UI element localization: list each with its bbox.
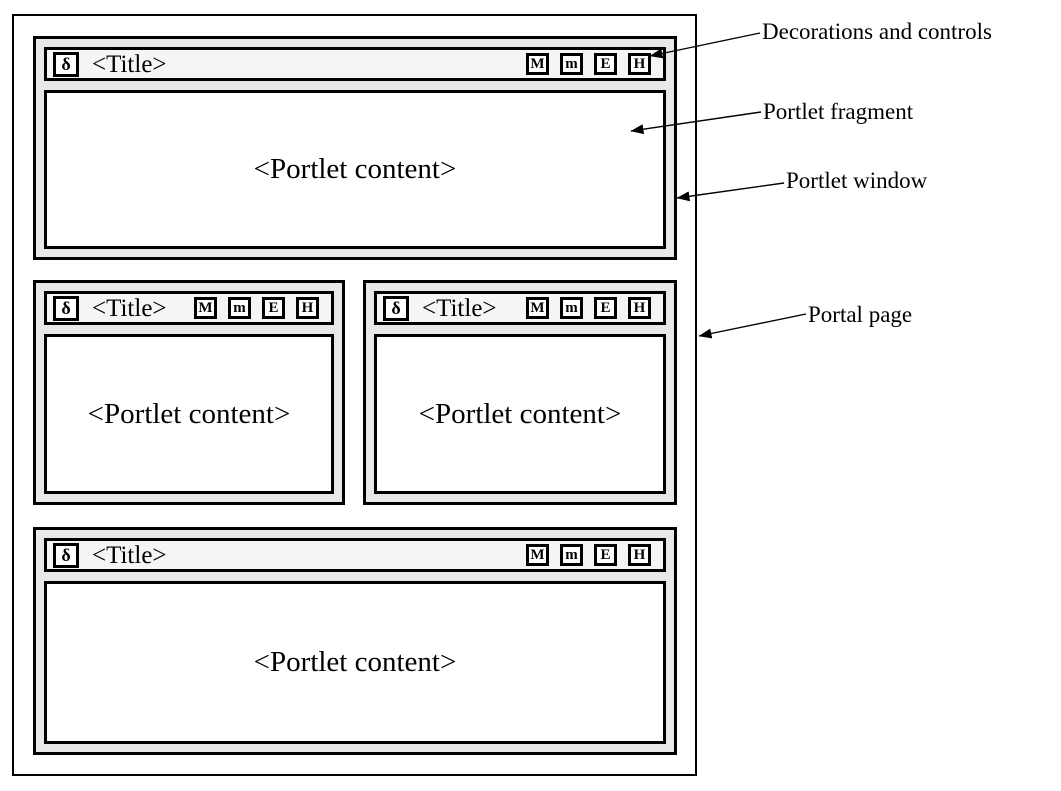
annotation-decorations-and-controls: Decorations and controls <box>762 19 992 44</box>
edit-button[interactable]: E <box>594 53 617 75</box>
portlet-content-text: <Portlet content> <box>253 153 457 185</box>
annotation-portal-page: Portal page <box>808 302 913 327</box>
portlet-title: <Title> <box>92 294 167 322</box>
portlet-window-middle-left: δ <Title> M m E H <Portlet content> <box>33 280 345 505</box>
minimize-button[interactable]: m <box>560 297 583 319</box>
help-button[interactable]: H <box>296 297 319 319</box>
help-button[interactable]: H <box>628 544 651 566</box>
annotation-portlet-fragment: Portlet fragment <box>763 99 914 124</box>
portlet-content-text: <Portlet content> <box>87 397 291 430</box>
portlet-title: <Title> <box>422 294 497 322</box>
help-button[interactable]: H <box>628 53 651 75</box>
portlet-window-bottom: δ <Title> M m E H <Portlet content> <box>33 527 677 755</box>
portlet-content-text: <Portlet content> <box>418 397 622 430</box>
edit-button[interactable]: E <box>594 297 617 319</box>
maximize-button[interactable]: M <box>194 297 217 319</box>
maximize-button[interactable]: M <box>526 544 549 566</box>
minimize-button[interactable]: m <box>228 297 251 319</box>
portlet-titlebar: δ <Title> M m E H <box>44 291 334 325</box>
portlet-title: <Title> <box>92 541 167 569</box>
delta-icon: δ <box>53 295 79 321</box>
help-button[interactable]: H <box>628 297 651 319</box>
edit-button[interactable]: E <box>262 297 285 319</box>
maximize-button[interactable]: M <box>526 53 549 75</box>
portal-page: δ <Title> M m E H <Portlet content> δ <T… <box>12 14 697 776</box>
arrow-portal-page <box>698 313 807 339</box>
portlet-window-middle-right: δ <Title> M m E H <Portlet content> <box>363 280 677 505</box>
portlet-content-area: <Portlet content> <box>44 334 334 494</box>
minimize-button[interactable]: m <box>560 544 583 566</box>
delta-icon: δ <box>383 295 409 321</box>
portlet-titlebar: δ <Title> M m E H <box>44 47 666 81</box>
minimize-button[interactable]: m <box>560 53 583 75</box>
portlet-titlebar: δ <Title> M m E H <box>44 538 666 572</box>
maximize-button[interactable]: M <box>526 297 549 319</box>
portlet-content-text: <Portlet content> <box>253 646 457 678</box>
delta-icon: δ <box>53 51 79 77</box>
portlet-content-area: <Portlet content> <box>44 90 666 249</box>
portlet-content-area: <Portlet content> <box>44 581 666 744</box>
edit-button[interactable]: E <box>594 544 617 566</box>
portlet-title: <Title> <box>92 50 167 78</box>
portlet-window-top: δ <Title> M m E H <Portlet content> <box>33 36 677 260</box>
annotation-portlet-window: Portlet window <box>786 168 928 193</box>
portlet-titlebar: δ <Title> M m E H <box>374 291 666 325</box>
portlet-content-area: <Portlet content> <box>374 334 666 494</box>
delta-icon: δ <box>53 542 79 568</box>
